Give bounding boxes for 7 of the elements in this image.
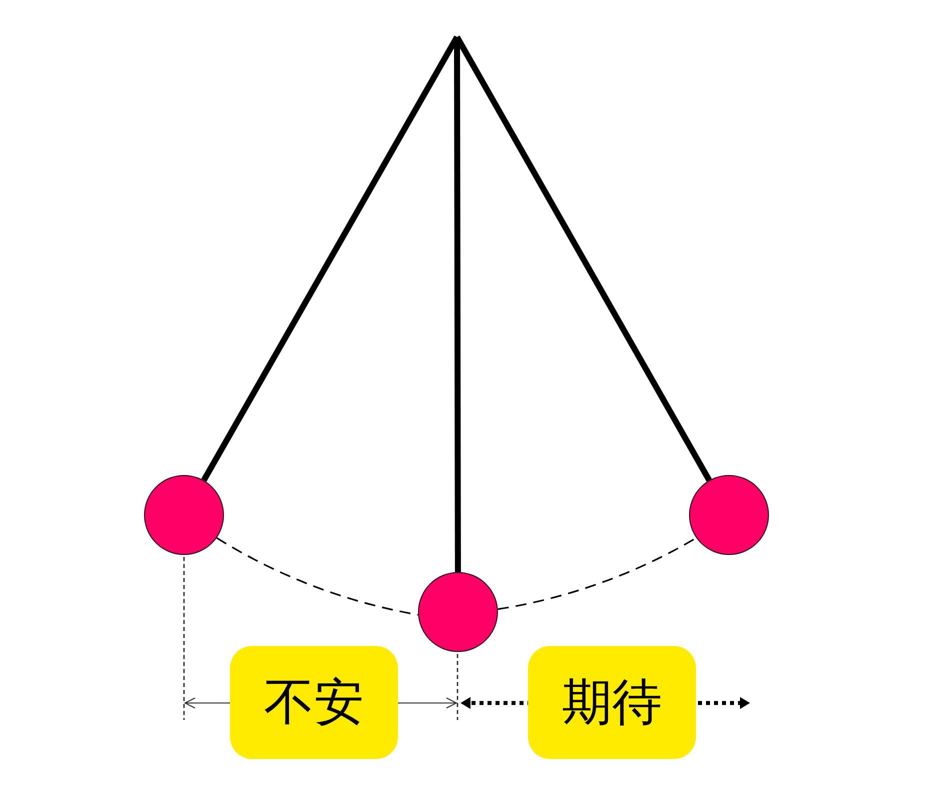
swing-path xyxy=(216,537,418,616)
emotion-label: 期待 xyxy=(562,675,662,730)
label-card xyxy=(230,646,398,759)
swing-path xyxy=(498,537,697,610)
label-card xyxy=(528,646,696,759)
pendulum-rod xyxy=(454,36,712,482)
emotion-label: 不安 xyxy=(264,675,364,730)
